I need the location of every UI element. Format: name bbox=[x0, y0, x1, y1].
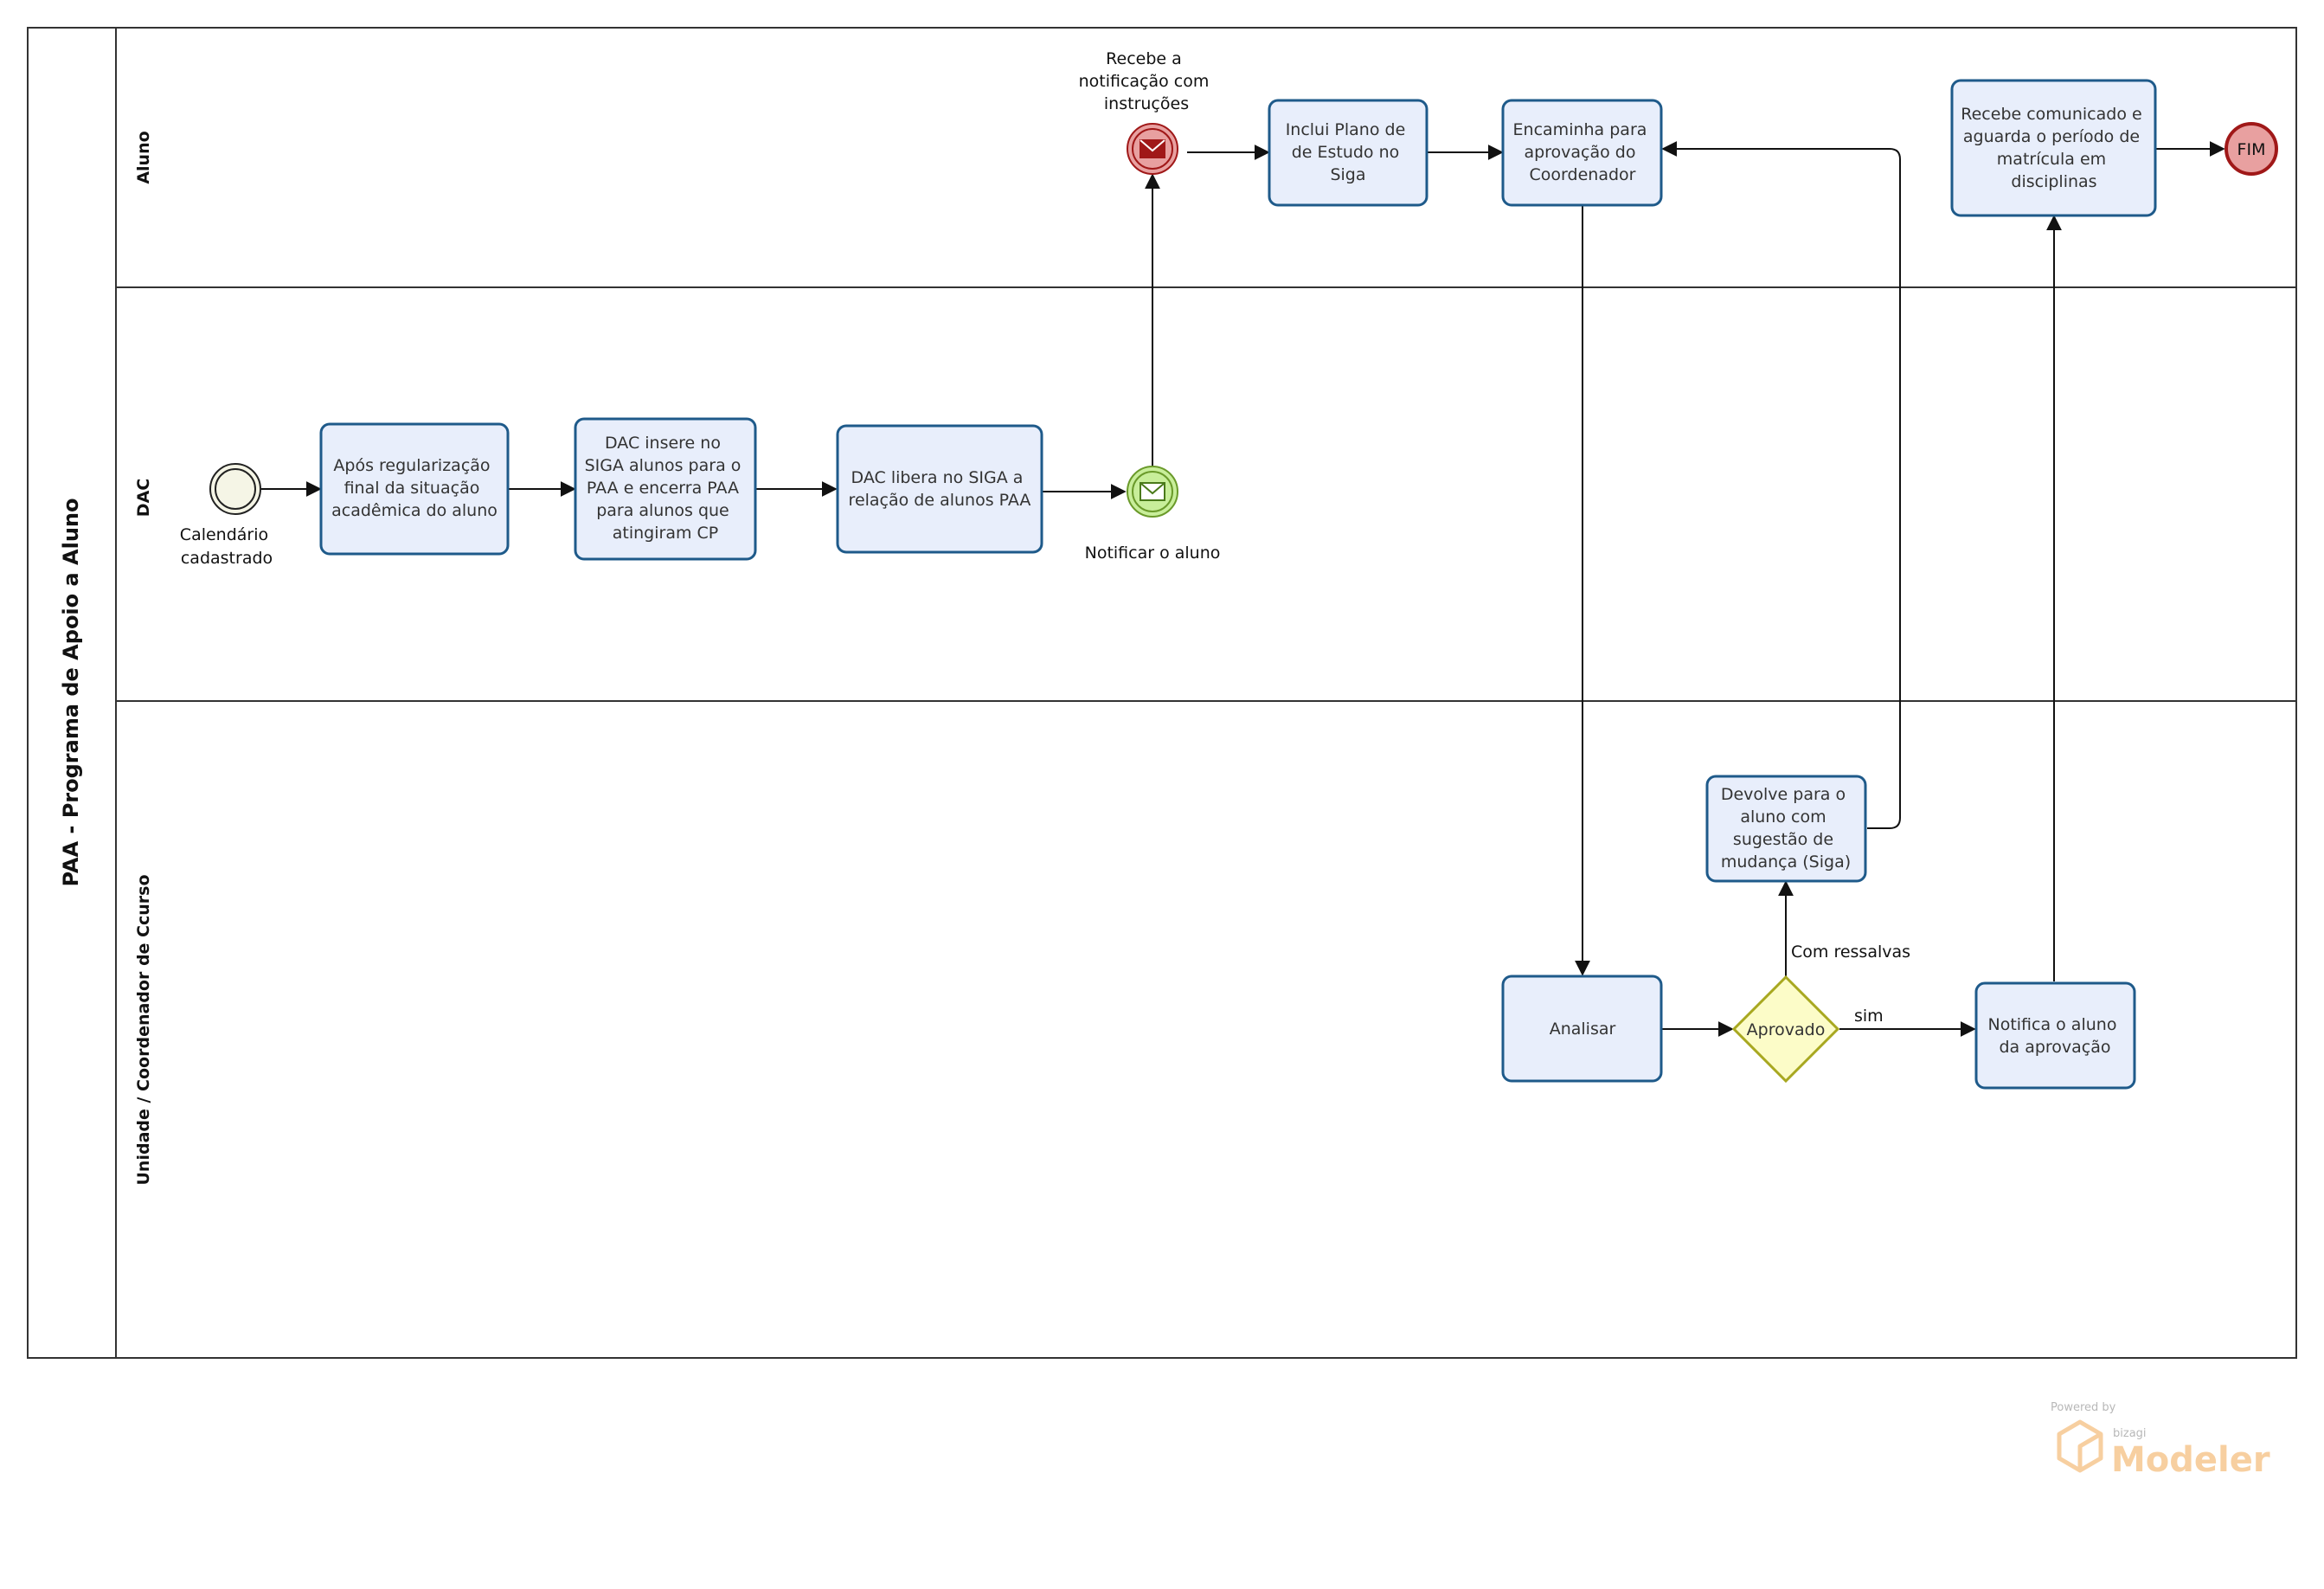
flow-label-sim: sim bbox=[1854, 1007, 1884, 1026]
task-devolve[interactable]: Devolve para o aluno com sugestão de mud… bbox=[1705, 775, 1867, 883]
end-event-fim[interactable]: FIM bbox=[2224, 122, 2278, 176]
svg-text:DAC insere no SIGA aluno: DAC insere no SIGA alunos para o PAA e e… bbox=[585, 434, 747, 543]
flow-label-ressalvas: Com ressalvas bbox=[1791, 942, 1910, 962]
lane-dac: DAC bbox=[134, 479, 153, 517]
start-event-label: Calendário cadastrado bbox=[180, 525, 273, 568]
sequence-flows bbox=[261, 141, 2225, 1037]
end-event-label: FIM bbox=[2237, 140, 2266, 159]
task-insere[interactable]: DAC insere no SIGA alunos para o PAA e e… bbox=[574, 417, 757, 561]
gateway-label: Aprovado bbox=[1747, 1020, 1826, 1039]
svg-text:Notifica o aluno da apro: Notifica o aluno da aprovação bbox=[1987, 1015, 2122, 1057]
watermark-brand: bizagi bbox=[2113, 1427, 2147, 1440]
svg-text:Encaminha para aprovação: Encaminha para aprovação do Coordenador bbox=[1513, 120, 1653, 184]
message-event-notificar[interactable] bbox=[1127, 466, 1178, 518]
message-event-recebe[interactable] bbox=[1127, 123, 1178, 175]
envelope-filled-icon bbox=[1140, 139, 1165, 158]
svg-text:Após regularização final: Após regularização final da situação aca… bbox=[331, 456, 498, 520]
task-libera[interactable]: DAC libera no SIGA a relação de alunos P… bbox=[836, 424, 1043, 554]
gateway-aprovado[interactable]: Aprovado bbox=[1731, 975, 1840, 1084]
watermark-powered: Powered by bbox=[2051, 1401, 2116, 1414]
svg-text:Inclui Plano de de Estud: Inclui Plano de de Estudo no Siga bbox=[1286, 120, 1411, 184]
task-notifica-aprovacao[interactable]: Notifica o aluno da aprovação bbox=[1974, 981, 2136, 1090]
task-encaminha[interactable]: Encaminha para aprovação do Coordenador bbox=[1501, 99, 1663, 207]
task-analisar[interactable]: Analisar bbox=[1501, 975, 1663, 1083]
lane-aluno: Aluno bbox=[134, 131, 153, 183]
lane-unidade: Unidade / Coordenador de Ccurso bbox=[134, 874, 153, 1185]
pool-title: PAA - Programa de Apoio a Aluno bbox=[59, 498, 83, 886]
message-event-recebe-label: Recebe a notificação com instruções bbox=[1079, 49, 1215, 113]
watermark: Powered by bizagi Modeler bbox=[2051, 1401, 2270, 1480]
svg-text:DAC libera no SIGA a rel: DAC libera no SIGA a relação de alunos P… bbox=[849, 468, 1031, 510]
flow-devolve-to-encaminha bbox=[1661, 141, 1901, 829]
watermark-product: Modeler bbox=[2111, 1440, 2270, 1480]
task-recebe-comunicado[interactable]: Recebe comunicado e aguarda o período de… bbox=[1950, 79, 2157, 217]
bizagi-logo-icon bbox=[2057, 1419, 2103, 1473]
task-inclui[interactable]: Inclui Plano de de Estudo no Siga bbox=[1268, 99, 1428, 207]
message-event-notificar-label: Notificar o aluno bbox=[1085, 544, 1221, 563]
start-event-calendario[interactable] bbox=[209, 463, 261, 515]
pool: PAA - Programa de Apoio a Aluno Aluno DA… bbox=[27, 27, 2297, 1359]
svg-text:Analisar: Analisar bbox=[1550, 1020, 1616, 1039]
envelope-icon bbox=[1140, 482, 1165, 501]
task-regularizacao[interactable]: Após regularização final da situação aca… bbox=[319, 422, 510, 556]
svg-text:Devolve para o aluno com: Devolve para o aluno com sugestão de mud… bbox=[1721, 785, 1851, 872]
svg-text:Recebe comunicado e agua: Recebe comunicado e aguarda o período de… bbox=[1961, 105, 2147, 191]
